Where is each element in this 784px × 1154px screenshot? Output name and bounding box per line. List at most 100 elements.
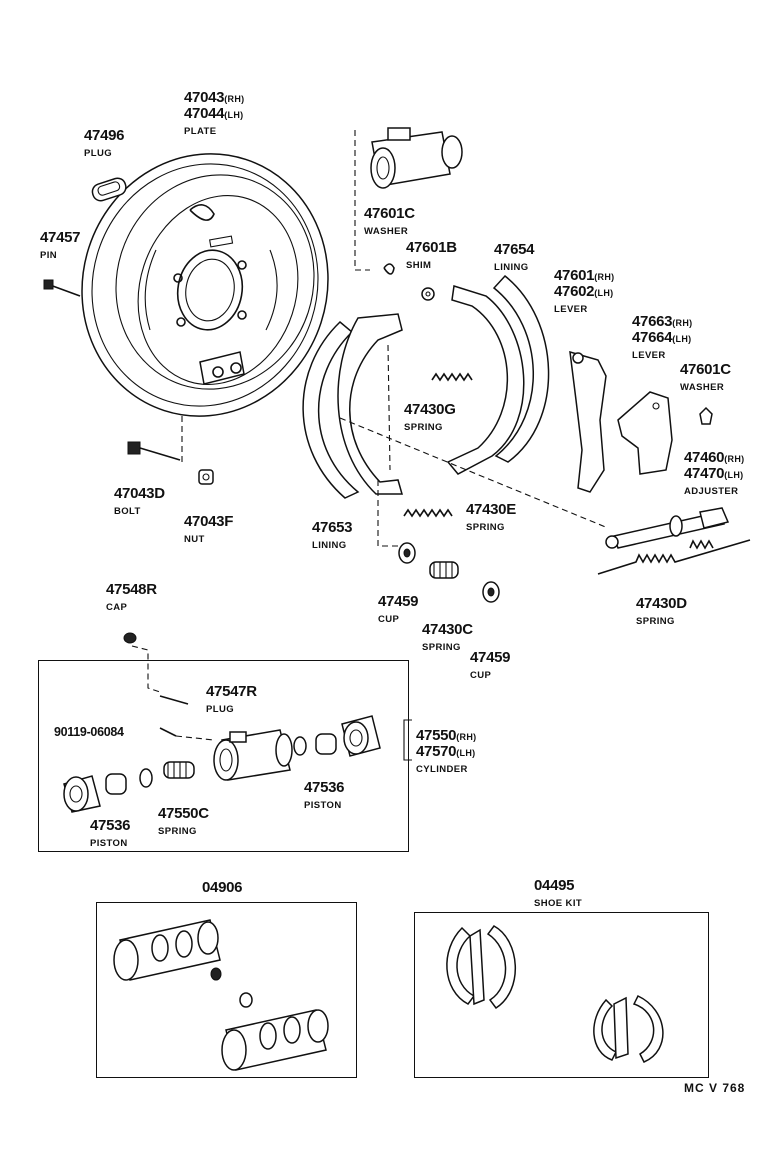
pin-drawing	[43, 279, 81, 297]
footer-code: MC V 768	[684, 1080, 745, 1096]
label-shoe-kit: 04495 SHOE KIT	[534, 878, 582, 910]
adjuster-sfx-rh: (RH)	[724, 454, 745, 464]
label-cup-left: 47459 CUP	[378, 593, 419, 626]
label-cap: 47548R CAP	[106, 582, 157, 614]
label-bleeder-screw: 90119-06084	[54, 724, 124, 740]
spring-550c-num: 47550C	[158, 805, 209, 822]
spring-e-num: 47430E	[466, 501, 516, 518]
wheel-cylinder-group-box	[38, 660, 409, 852]
lining-left-num: 47653	[312, 519, 353, 536]
nut-name: NUT	[184, 534, 205, 545]
plate-num-lh: 47044	[184, 105, 225, 122]
shoe-kit-box	[414, 912, 709, 1078]
adjuster-name: ADJUSTER	[684, 486, 739, 497]
lever-parking-num-rh: 47601	[554, 267, 595, 284]
spring-d-drawing	[597, 539, 751, 575]
lever-adjust-num-lh: 47664	[632, 329, 673, 346]
adjust-lever-drawing	[617, 391, 673, 475]
cup-left-drawing	[398, 542, 416, 564]
label-plug-47496: 47496 PLUG	[84, 127, 125, 160]
cup-right-num: 47459	[470, 649, 511, 666]
bolt-name: BOLT	[114, 506, 141, 517]
lever-adjust-num-rh: 47663	[632, 313, 673, 330]
label-spring-e: 47430E SPRING	[466, 502, 516, 534]
label-adjuster: 47460(RH) 47470(LH) ADJUSTER	[684, 450, 744, 498]
plug-name: PLUG	[84, 148, 112, 159]
label-piston-left: 47536 PISTON	[90, 818, 131, 850]
label-piston-right: 47536 PISTON	[304, 779, 345, 812]
spring-g-num: 47430G	[404, 401, 456, 418]
piston-left-name: PISTON	[90, 838, 128, 849]
spring-d-name: SPRING	[636, 616, 675, 627]
shoe-kit-num: 04495	[534, 877, 575, 894]
label-lining-right: 47654 LINING	[494, 242, 535, 274]
label-plate: 47043(RH) 47044(LH) PLATE	[184, 90, 244, 138]
spring-e-name: SPRING	[466, 522, 505, 533]
footer-code-text: MC V 768	[684, 1081, 746, 1095]
shim-num: 47601B	[406, 239, 457, 256]
label-lining-left: 47653 LINING	[312, 519, 353, 552]
lever-parking-sfx-rh: (RH)	[594, 272, 615, 282]
label-spring-c: 47430C SPRING	[422, 622, 473, 654]
lever-parking-name: LEVER	[554, 304, 588, 315]
plate-name: PLATE	[184, 126, 217, 137]
lever-parking-num-lh: 47602	[554, 283, 595, 300]
left-shoe-drawing	[302, 313, 403, 499]
plug-bleeder-num: 47547R	[206, 683, 257, 700]
cylinder-right-parts-drawing	[293, 715, 381, 757]
nut-num: 47043F	[184, 513, 234, 530]
lining-left-name: LINING	[312, 540, 347, 551]
plate-sfx-lh: (LH)	[224, 110, 244, 120]
spring-g-drawing	[431, 372, 473, 382]
cyl-kit-box	[96, 902, 357, 1078]
bolt-num: 47043D	[114, 485, 165, 502]
cap-drawing	[123, 632, 137, 644]
plug-num: 47496	[84, 127, 125, 144]
spring-d-num: 47430D	[636, 595, 687, 612]
label-lever-parking: 47601(RH) 47602(LH) LEVER	[554, 268, 614, 316]
label-lever-adjust: 47663(RH) 47664(LH) LEVER	[632, 314, 692, 362]
cap-num: 47548R	[106, 581, 157, 598]
washer-right-drawing	[699, 406, 713, 425]
bleeder-screw-num: 90119-06084	[54, 725, 124, 739]
label-cylinder: 47550(RH) 47570(LH) CYLINDER	[416, 728, 476, 776]
label-spring-g: 47430G SPRING	[404, 402, 456, 434]
cup-right-drawing	[482, 581, 500, 603]
adjuster-num-lh: 47470	[684, 465, 725, 482]
piston-right-name: PISTON	[304, 800, 342, 811]
right-shoe-drawing	[446, 274, 550, 475]
washer-top-drawing	[383, 263, 395, 275]
spring-g-name: SPRING	[404, 422, 443, 433]
cylinder-body-drawing	[213, 729, 293, 781]
adjuster-drawing	[605, 507, 730, 549]
plug-bleeder-name: PLUG	[206, 704, 234, 715]
shim-name: SHIM	[406, 260, 432, 271]
label-spring-d: 47430D SPRING	[636, 596, 687, 628]
label-washer-top: 47601C WASHER	[364, 206, 415, 238]
plate-sfx-rh: (RH)	[224, 94, 245, 104]
lever-adjust-sfx-rh: (RH)	[672, 318, 693, 328]
shoe-kit-name: SHOE KIT	[534, 898, 583, 909]
label-spring-550c: 47550C SPRING	[158, 806, 209, 838]
plate-num-rh: 47043	[184, 89, 225, 106]
washer-top-name: WASHER	[364, 226, 409, 237]
wheel-cylinder-top-drawing	[370, 127, 463, 189]
backing-plate-drawing	[81, 153, 329, 417]
spring-c-name: SPRING	[422, 642, 461, 653]
shoe-kit-drawing	[446, 925, 664, 1063]
washer-right-name: WASHER	[680, 382, 725, 393]
cup-left-num: 47459	[378, 593, 419, 610]
cylinder-sfx-rh: (RH)	[456, 732, 477, 742]
cyl-kit-drawing	[113, 919, 329, 1071]
bleeder-plug-drawing	[159, 695, 189, 705]
plug-drawing	[91, 177, 127, 202]
piston-right-num: 47536	[304, 779, 345, 796]
lever-parking-sfx-lh: (LH)	[594, 288, 614, 298]
label-shim: 47601B SHIM	[406, 240, 457, 272]
shim-drawing	[421, 287, 435, 301]
washer-top-num: 47601C	[364, 205, 415, 222]
label-plug-bleeder: 47547R PLUG	[206, 684, 257, 716]
cap-name: CAP	[106, 602, 128, 613]
spring-c-drawing	[429, 561, 459, 579]
